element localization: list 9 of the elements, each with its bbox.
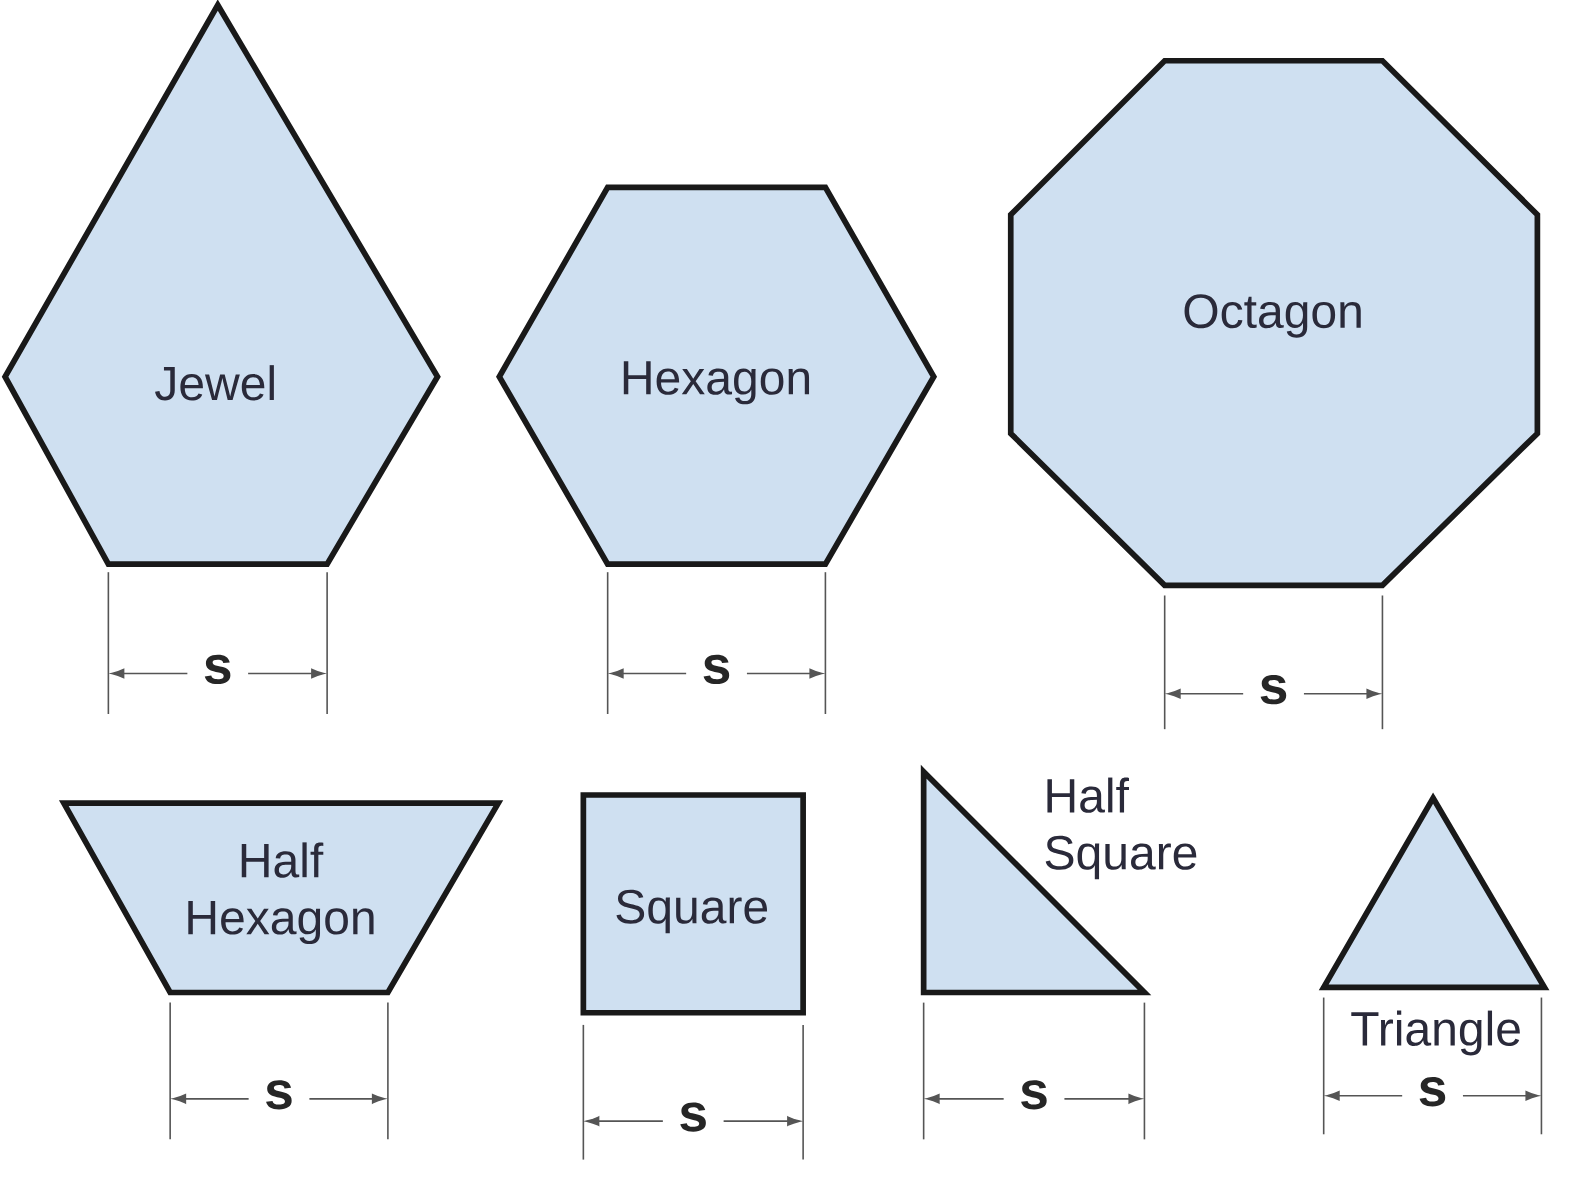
dimension-label: s (266, 1080, 292, 1110)
dimension-label: s (703, 654, 730, 684)
shape-name: Triangle (1351, 1010, 1520, 1056)
dimension-label: s (204, 654, 231, 684)
dimension-label: s (1419, 1077, 1446, 1107)
dimension-label: s (680, 1102, 706, 1132)
dimension-label: s (1021, 1080, 1047, 1110)
dimension-label: s (1260, 675, 1287, 705)
shape-name: Half Square (1045, 777, 1197, 880)
